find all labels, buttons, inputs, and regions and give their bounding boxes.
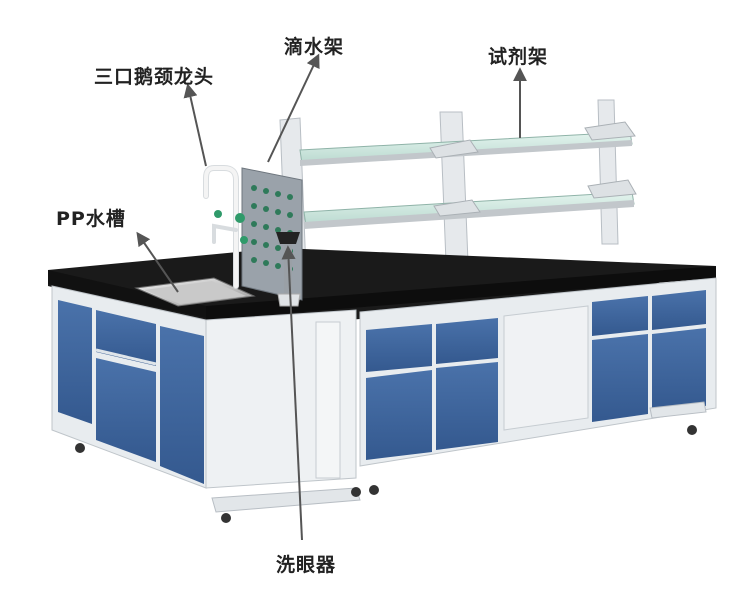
left-cabinet bbox=[51, 285, 361, 523]
faucet-leader bbox=[183, 83, 207, 167]
sink-leader bbox=[136, 231, 179, 293]
label-gooseneck-faucet: 三口鹅颈龙头 bbox=[94, 66, 215, 88]
pp-sink bbox=[134, 277, 256, 307]
reagent-shelf bbox=[279, 99, 637, 273]
leader-lines bbox=[136, 53, 527, 541]
label-eyewash: 洗眼器 bbox=[276, 554, 337, 576]
drip-rack-leader bbox=[267, 53, 320, 163]
eyewash-leader bbox=[281, 245, 303, 541]
gooseneck-faucet bbox=[203, 165, 248, 289]
eyewash bbox=[276, 232, 301, 307]
countertop bbox=[48, 248, 716, 330]
label-pp-sink: PP水槽 bbox=[56, 208, 126, 230]
label-drip-rack: 滴水架 bbox=[284, 36, 345, 58]
label-reagent-shelf: 试剂架 bbox=[488, 46, 549, 68]
right-cabinet bbox=[359, 277, 717, 495]
